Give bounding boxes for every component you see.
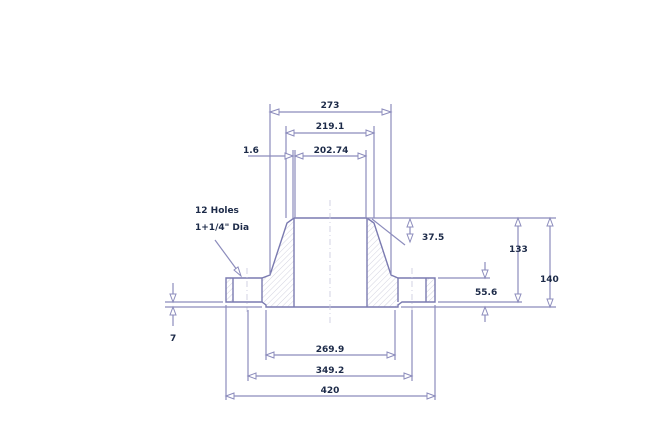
dim-420: 420 xyxy=(321,386,340,396)
dim-140: 140 xyxy=(540,275,559,285)
dim-7: 7 xyxy=(170,334,176,344)
dim-133: 133 xyxy=(509,245,528,255)
center-lines xyxy=(246,200,413,325)
dim-55-6: 55.6 xyxy=(475,288,497,298)
arrowheads xyxy=(169,108,554,400)
holes-note-diameter: 1+1/4" Dia xyxy=(195,223,249,233)
dim-1-6: 1.6 xyxy=(243,146,259,156)
section-hatching xyxy=(226,218,435,307)
dim-202-74: 202.74 xyxy=(314,146,349,156)
dim-349-2: 349.2 xyxy=(316,366,344,376)
holes-note-count: 12 Holes xyxy=(195,206,239,216)
dim-273: 273 xyxy=(321,101,340,111)
dim-219-1: 219.1 xyxy=(316,122,344,132)
dim-37-5: 37.5 xyxy=(422,233,444,243)
dim-269-9: 269.9 xyxy=(316,345,344,355)
extension-lines xyxy=(165,104,556,400)
flange-outline xyxy=(225,217,436,308)
